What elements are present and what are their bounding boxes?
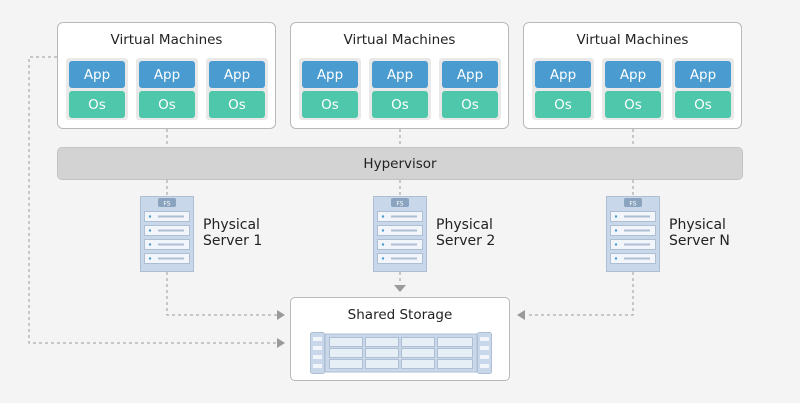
app-block: App — [535, 61, 591, 88]
vm-group-title: Virtual Machines — [576, 32, 689, 48]
vm-2: App Os — [136, 58, 198, 120]
connector-servern-storage — [526, 272, 634, 316]
vm-1: App Os — [299, 58, 361, 120]
os-block: Os — [605, 91, 661, 118]
server-label-n: Physical Server N — [669, 217, 730, 249]
vm-1: App Os — [532, 58, 594, 120]
vm-3: App Os — [439, 58, 501, 120]
os-block: Os — [139, 91, 195, 118]
os-block: Os — [675, 91, 731, 118]
os-block: Os — [372, 91, 428, 118]
vm-1: App Os — [66, 58, 128, 120]
server-label-2: Physical Server 2 — [436, 217, 496, 249]
server-label-1: Physical Server 1 — [203, 217, 263, 249]
app-block: App — [139, 61, 195, 88]
server-badge: FS — [163, 201, 170, 208]
vm-group-1: Virtual Machines App Os App Os App Os — [57, 22, 276, 129]
arrowhead-servern — [517, 310, 525, 320]
app-block: App — [605, 61, 661, 88]
vm-3: App Os — [206, 58, 268, 120]
os-block: Os — [302, 91, 358, 118]
connector-server1-storage — [166, 272, 278, 316]
connector-left-bypass — [28, 56, 278, 344]
vm-group-3: Virtual Machines App Os App Os App Os — [523, 22, 742, 129]
server-icon: FS — [140, 196, 194, 272]
hypervisor-bar: Hypervisor — [57, 147, 743, 180]
vm-group-title: Virtual Machines — [343, 32, 456, 48]
server-icon: FS — [606, 196, 660, 272]
arrowhead-server2 — [394, 285, 406, 292]
app-block: App — [302, 61, 358, 88]
shared-storage-box: Shared Storage — [290, 297, 510, 381]
app-block: App — [209, 61, 265, 88]
app-block: App — [442, 61, 498, 88]
arrowhead-bypass — [277, 338, 285, 348]
app-block: App — [69, 61, 125, 88]
app-block: App — [372, 61, 428, 88]
app-block: App — [675, 61, 731, 88]
server-badge: FS — [396, 201, 403, 208]
storage-title: Shared Storage — [347, 307, 453, 323]
arrowhead-server1 — [277, 310, 285, 320]
vm-group-2: Virtual Machines App Os App Os App Os — [290, 22, 509, 129]
os-block: Os — [69, 91, 125, 118]
os-block: Os — [209, 91, 265, 118]
os-block: Os — [535, 91, 591, 118]
os-block: Os — [442, 91, 498, 118]
vm-2: App Os — [369, 58, 431, 120]
vm-2: App Os — [602, 58, 664, 120]
server-badge: FS — [629, 201, 636, 208]
server-icon: FS — [373, 196, 427, 272]
storage-array-icon — [310, 332, 492, 374]
vm-3: App Os — [672, 58, 734, 120]
vm-group-title: Virtual Machines — [110, 32, 223, 48]
